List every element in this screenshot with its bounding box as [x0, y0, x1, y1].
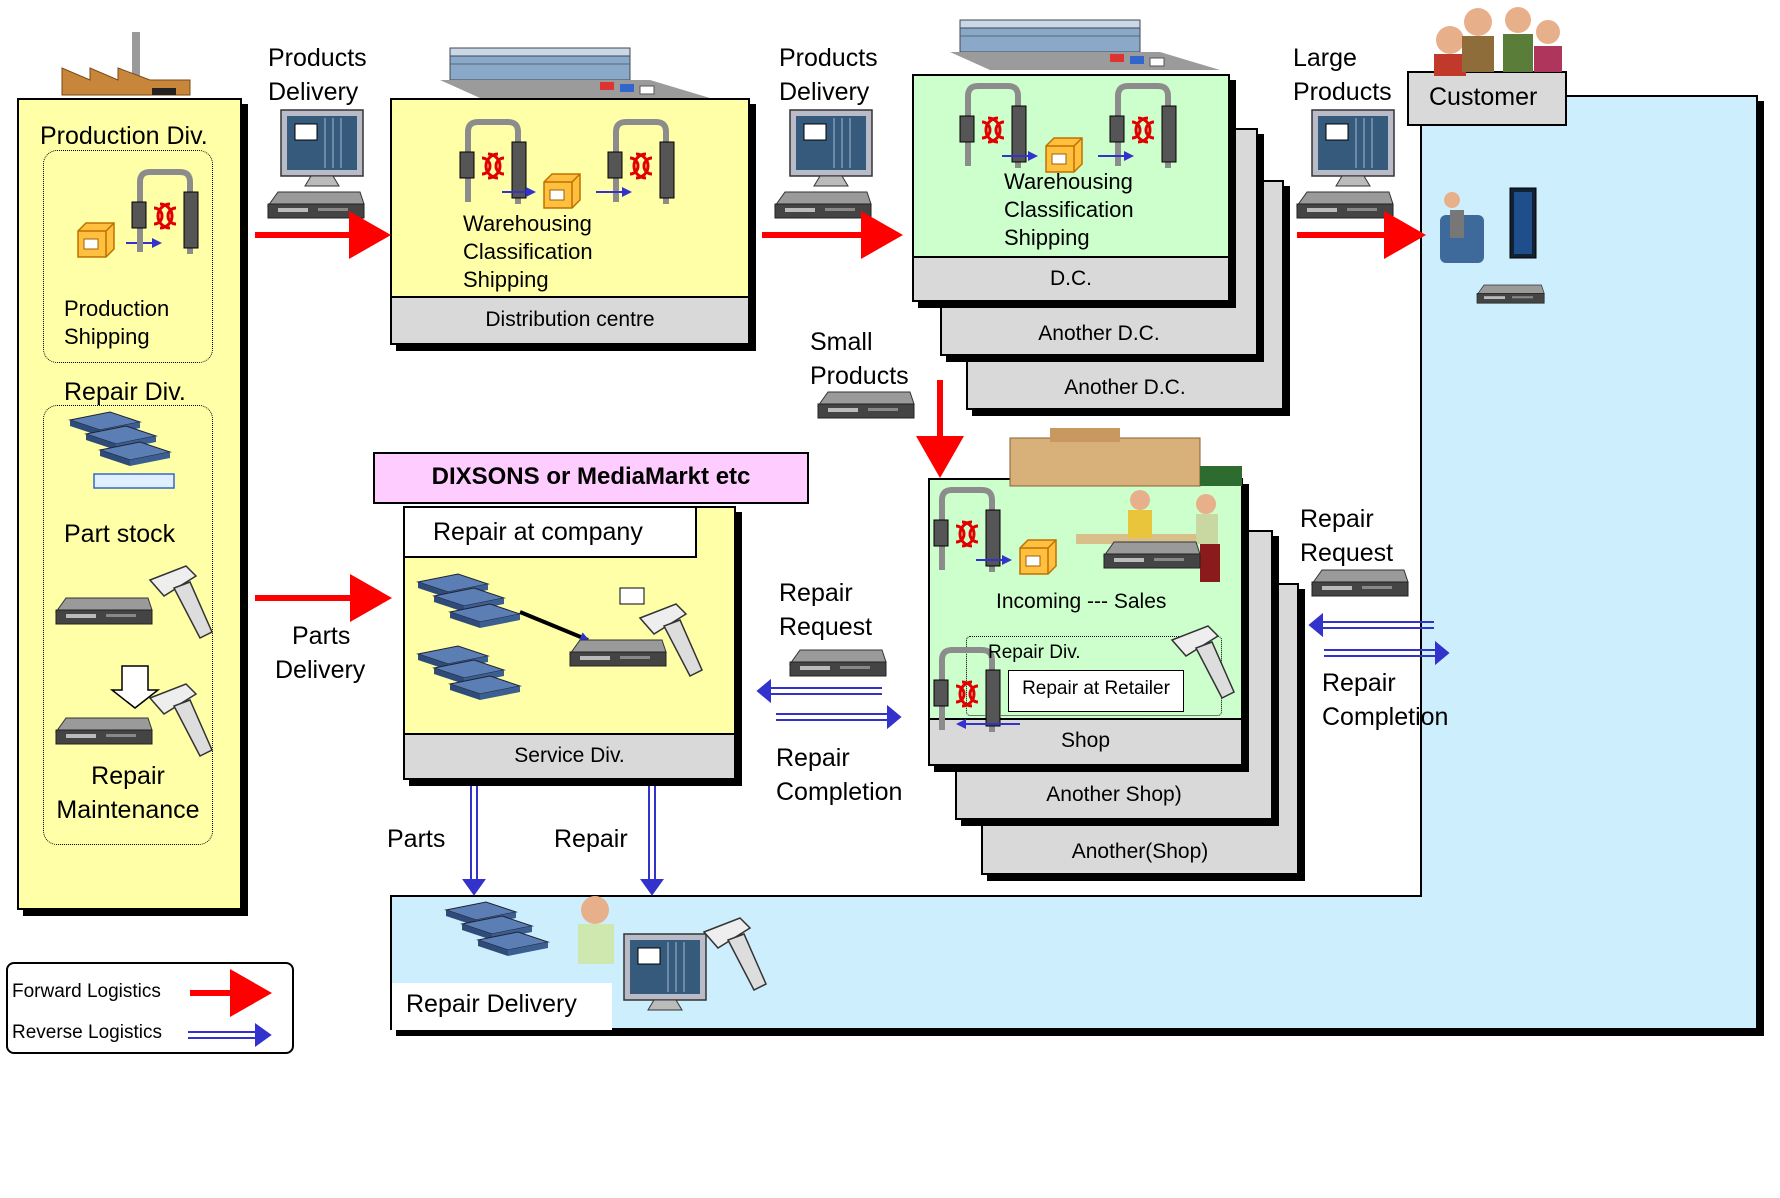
repair-delivery-label-box — [392, 983, 612, 1030]
repair-div-title: Repair Div. — [64, 378, 186, 406]
production-text-1: Production — [64, 296, 170, 321]
factory-icon — [61, 32, 191, 96]
dc2-process-3: Shipping — [1004, 225, 1090, 250]
repair-completion-right-b: Completion — [1322, 703, 1449, 731]
production-panel — [17, 98, 242, 910]
gate-icon-prod — [132, 172, 198, 254]
package-icon-dc — [543, 173, 581, 209]
dc1-process-1: Warehousing — [463, 211, 592, 236]
retailer-banner: DIXSONS or MediaMarkt etc — [431, 463, 751, 490]
repair-request-mid-b: Request — [779, 613, 873, 641]
parts-delivery-b: Delivery — [275, 656, 366, 684]
shop-repair-div-label: Repair Div. — [988, 642, 1081, 663]
monitor-icon-1 — [280, 109, 364, 187]
service-header-label: Repair at company — [433, 518, 643, 546]
maintenance-label: Maintenance — [56, 796, 200, 824]
repair-completion-right-a: Repair — [1322, 669, 1396, 697]
large-products-a: Large — [1293, 44, 1357, 72]
retailer-banner-box — [373, 452, 809, 504]
part-stock-label: Part stock — [64, 520, 176, 548]
monitor-icon-rd — [623, 933, 707, 1011]
repair-request-vcr-mid-icon — [789, 649, 887, 677]
repair-delivery-region — [390, 895, 1758, 1030]
service-header-box — [403, 506, 697, 558]
products-delivery-2a: Products — [779, 44, 878, 72]
another-dc-2-label: Another D.C. — [1064, 376, 1186, 399]
another-dc-1-label: Another D.C. — [1038, 322, 1160, 345]
customers-icon — [1434, 7, 1562, 76]
monitor-icon-2 — [789, 109, 873, 187]
shop-incoming-label: Incoming --- Sales — [996, 590, 1167, 613]
package-icon-shop — [1019, 539, 1057, 575]
dc1-process-2: Classification — [463, 239, 593, 264]
package-icon-dc2 — [1045, 137, 1083, 173]
distribution-centre-footer-box — [390, 296, 750, 345]
service-footer-box — [403, 733, 736, 780]
repair-label: Repair — [91, 762, 165, 790]
production-div-title: Production Div. — [40, 122, 208, 150]
repair-request-right-b: Request — [1300, 539, 1394, 567]
sales-people-icon — [1076, 490, 1220, 582]
scanner-icon-repair — [149, 683, 213, 757]
scanner-icon-rd — [703, 917, 767, 991]
service-footer-label: Service Div. — [514, 744, 625, 767]
small-products-a: Small — [810, 328, 873, 356]
repair-flow-label: Repair — [554, 825, 628, 853]
repair-delivery-label: Repair Delivery — [406, 990, 577, 1018]
region-join — [1422, 880, 1756, 900]
monitor-icon-3 — [1311, 109, 1395, 187]
parts-label: Parts — [387, 825, 446, 853]
parts-delivery-a: Parts — [292, 622, 351, 650]
large-products-b: Products — [1293, 78, 1392, 106]
down-arrow-icon — [109, 665, 161, 709]
vcr-icon-svc — [569, 639, 667, 667]
products-delivery-1b: Delivery — [268, 78, 359, 106]
shop-footer-box — [928, 718, 1243, 766]
repair-request-right-a: Repair — [1300, 505, 1374, 533]
repair-at-retailer-label: Repair at Retailer — [1022, 678, 1170, 699]
tag-icon-svc — [619, 587, 645, 605]
warehouse-icon-1 — [439, 47, 711, 99]
small-products-b: Products — [810, 362, 909, 390]
legend-reverse-label: Reverse Logistics — [12, 1022, 162, 1043]
repair-request-vcr-right-icon — [1311, 569, 1409, 597]
shop-label: Shop — [1060, 729, 1111, 752]
vcr-icon-2 — [774, 191, 872, 219]
vcr-icon-1 — [267, 191, 365, 219]
customer-vcr-icon — [1476, 284, 1545, 304]
production-text-2: Shipping — [64, 324, 150, 349]
dc2-process-1: Warehousing — [1004, 169, 1133, 194]
vcr-icon-shop — [1103, 541, 1201, 569]
dc2-process-2: Classification — [1004, 197, 1134, 222]
another-shop-2-label: Another(Shop) — [1071, 840, 1209, 863]
repair-request-mid-a: Repair — [779, 579, 853, 607]
scanner-icon-stock — [149, 565, 213, 639]
vcr-icon-3 — [1296, 191, 1394, 219]
customer-tv-icon — [1440, 187, 1537, 263]
dc1-process-3: Shipping — [463, 267, 549, 292]
shop-building-icon — [1009, 428, 1242, 487]
small-products-vcr-icon — [817, 391, 915, 419]
another-shop-1-label: Another Shop) — [1046, 783, 1182, 806]
technician-icon — [578, 896, 614, 964]
vcr-icon-repair — [55, 717, 153, 745]
warehouse-icon-2 — [949, 19, 1221, 71]
dc-footer-box — [912, 256, 1230, 302]
repair-completion-mid-a: Repair — [776, 744, 850, 772]
package-icon-prod — [77, 222, 115, 258]
repair-div-group — [43, 405, 213, 845]
customer-label: Customer — [1429, 83, 1538, 111]
legend-forward-label: Forward Logistics — [12, 981, 161, 1002]
dc-label: D.C. — [1050, 267, 1092, 290]
production-div-group — [43, 150, 213, 363]
products-delivery-2b: Delivery — [779, 78, 870, 106]
repair-completion-mid-b: Completion — [776, 778, 903, 806]
vcr-icon-stock — [55, 597, 153, 625]
distribution-centre-label: Distribution centre — [485, 308, 655, 331]
products-delivery-1a: Products — [268, 44, 367, 72]
part-tray-icon — [93, 473, 175, 489]
repair-at-retailer-box — [1008, 670, 1184, 712]
